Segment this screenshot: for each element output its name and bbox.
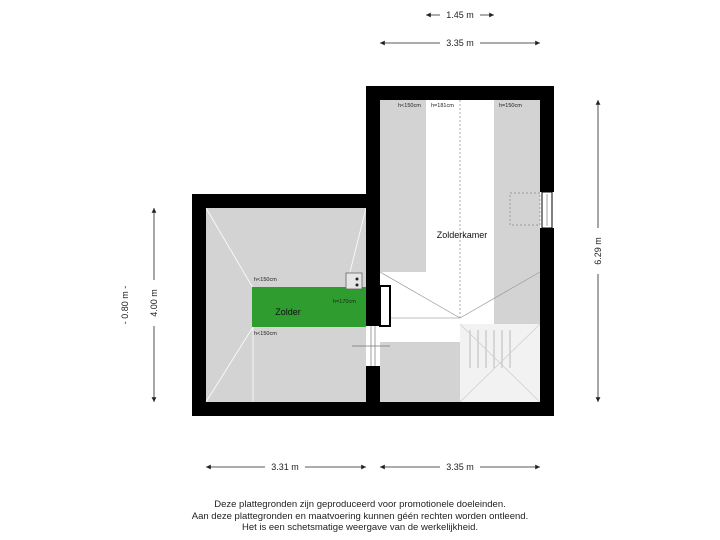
zolderkamer-room: [379, 100, 541, 403]
dim-left-total: 4.00 m: [149, 289, 159, 317]
dim-top-outer: 3.35 m: [446, 38, 474, 48]
dim-bottom-right: 3.35 m: [446, 462, 474, 472]
disclaimer-line-3: Het is een schetsmatige weergave van de …: [241, 522, 479, 533]
room-label-zolderkamer: Zolderkamer: [437, 230, 488, 240]
staircase: [459, 323, 541, 403]
zolder-room: [205, 207, 367, 403]
dim-right-total: 6.29 m: [593, 237, 603, 265]
height-kamer-right: h=150cm: [499, 103, 522, 109]
zolder-highlight: [252, 287, 366, 327]
appliance-box: [345, 272, 363, 290]
height-zolder-bottom: h<150cm: [254, 331, 277, 337]
disclaimer-line-1: Deze plattegronden zijn geproduceerd voo…: [214, 499, 506, 510]
height-kamer-mid: h=181cm: [431, 103, 454, 109]
walls: [192, 86, 554, 416]
room-label-zolder: Zolder: [275, 307, 301, 317]
dim-top-inner: 1.45 m: [446, 10, 474, 20]
height-kamer-left: h<150cm: [398, 103, 421, 109]
dim-left-small: - 0.80 m -: [120, 286, 130, 325]
disclaimer: Deze plattegronden zijn geproduceerd voo…: [0, 499, 720, 534]
door: [352, 285, 391, 366]
height-zolder-top: h<150cm: [254, 277, 277, 283]
disclaimer-line-2: Aan deze plattegronden en maatvoering ku…: [191, 510, 529, 522]
floor-plan: 1.45 m 3.35 m 3.31 m 3.35 m 4.00 m - 0.8…: [120, 9, 604, 473]
window: [541, 191, 553, 229]
height-zolder-mid: h=170cm: [333, 299, 356, 305]
dim-bottom-left: 3.31 m: [271, 462, 299, 472]
